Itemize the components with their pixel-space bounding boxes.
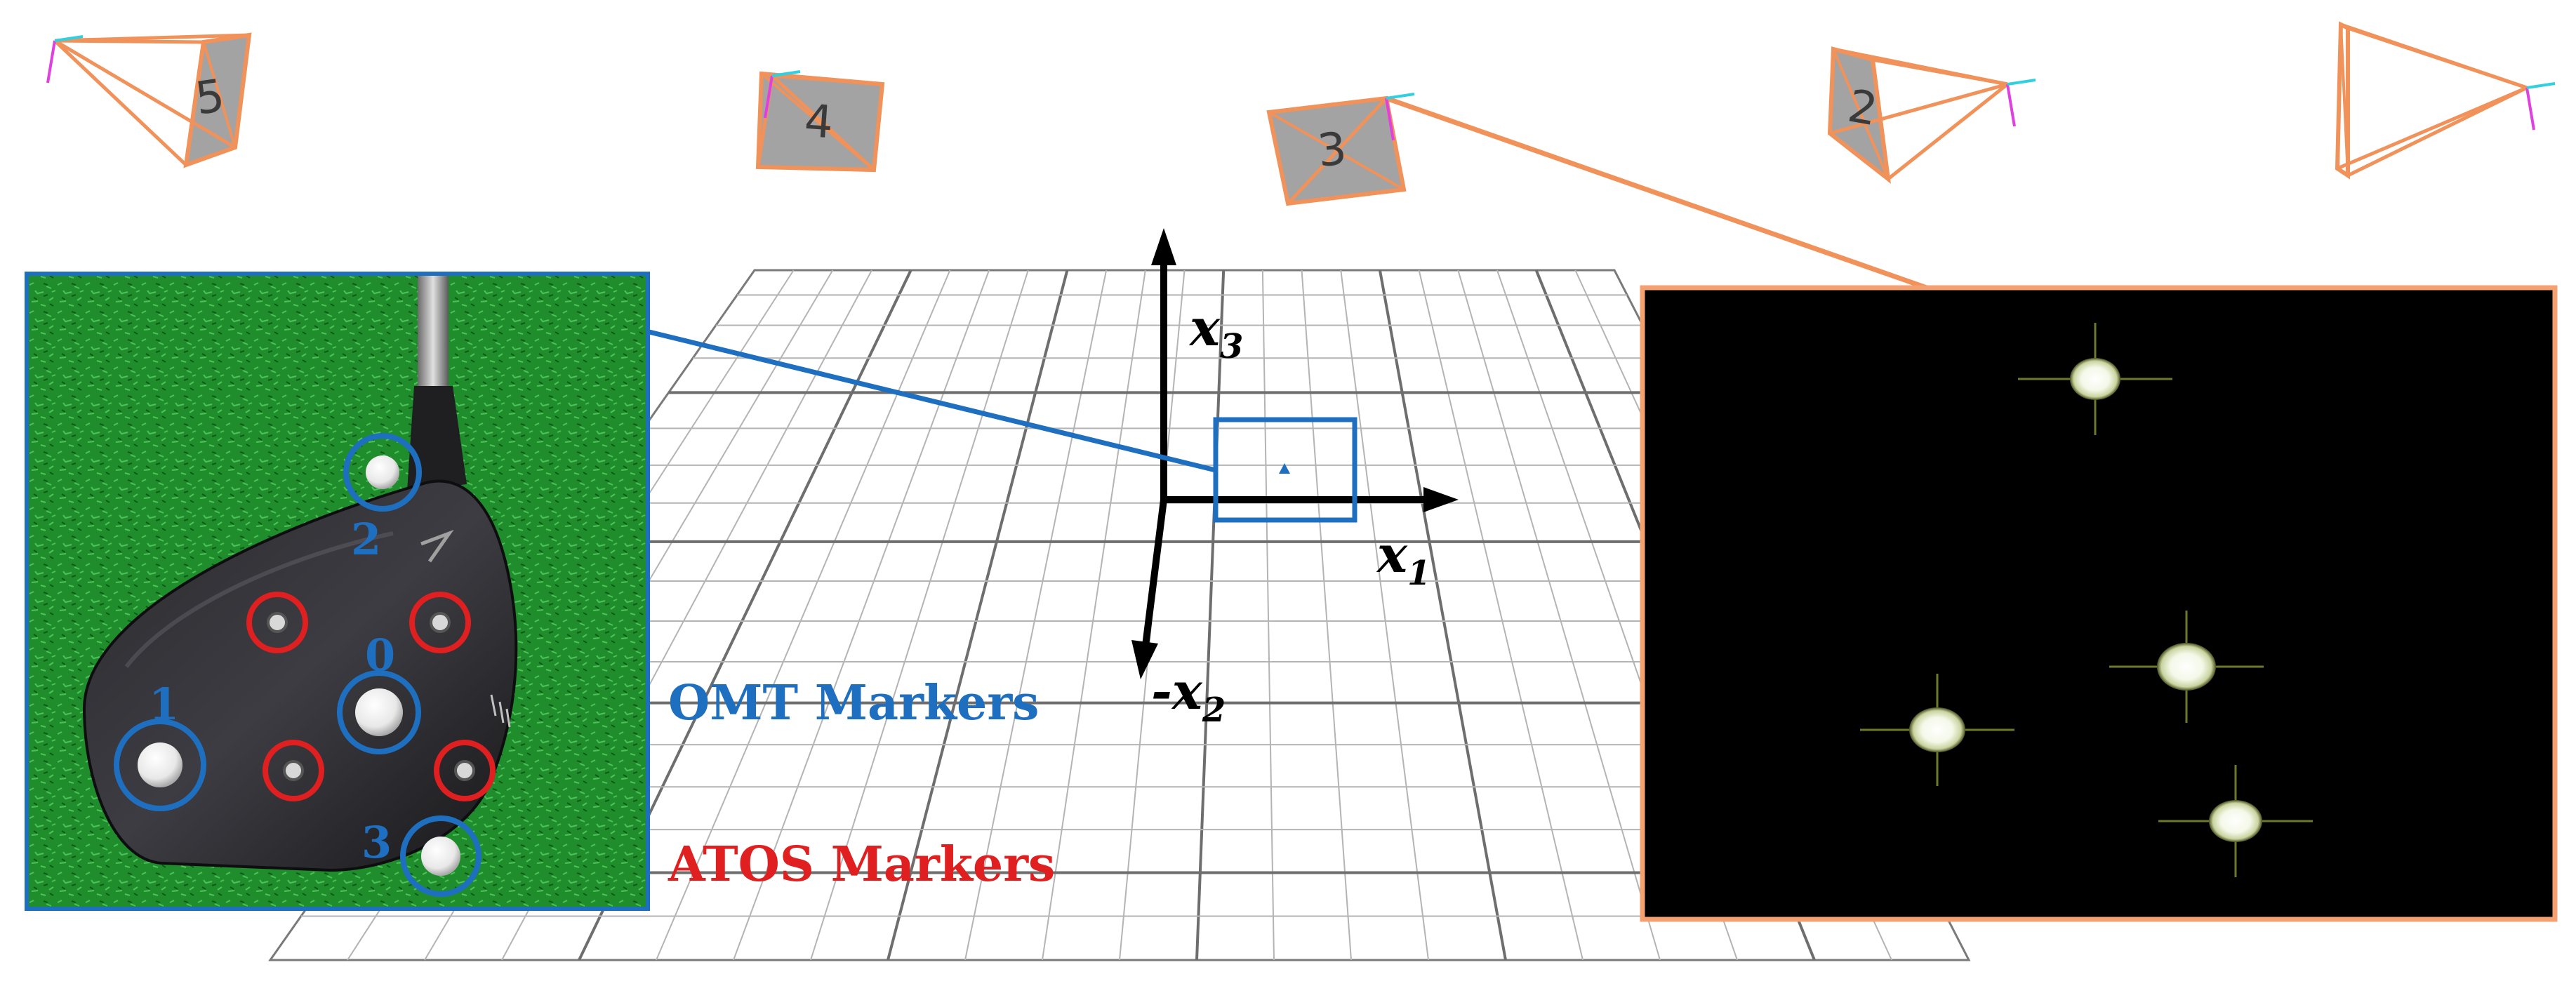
atos-marker-ring (409, 592, 471, 653)
camera-axis-tick (1385, 98, 1395, 141)
club-head-highlight (124, 531, 394, 668)
camera-1-icon (2335, 21, 2556, 180)
camera-frustum-edge (1829, 82, 2008, 135)
camera-frustum-edge (53, 39, 187, 166)
grid-column-line (1261, 269, 1275, 961)
omt-marker-ring (343, 433, 422, 512)
photo-frame (25, 272, 650, 911)
target-point-icon (1279, 463, 1290, 474)
camera-axis-tick (2007, 79, 2036, 86)
grid-column-line (1418, 269, 1584, 961)
camera-5-icon: 5 (46, 32, 252, 168)
omt-marker-ball (138, 742, 182, 787)
camera-axis-tick (2006, 84, 2016, 127)
grid-column-line (1301, 269, 1352, 961)
photo-markers (114, 433, 496, 897)
camera-face-diagonal (202, 41, 237, 148)
marker-light-spot (2157, 643, 2216, 691)
camera-frustum-edge (1872, 58, 2008, 86)
camera-3-icon: 3 (1266, 93, 1415, 206)
camera-frustum-edge (771, 74, 883, 86)
atos-marker-ring (263, 740, 324, 801)
grid-column-line (1195, 269, 1226, 961)
marker-light-spot (2209, 800, 2262, 842)
golf-club-photo (25, 272, 650, 911)
camera-frustum-edge (2347, 26, 2528, 90)
camera-frustum-edge (1887, 83, 2009, 180)
camera-face-diagonal (760, 72, 875, 171)
camera-axis-tick (46, 40, 56, 84)
atos-marker-ring (246, 592, 308, 653)
camera-face-diagonal (2339, 24, 2349, 176)
x1-axis-arrowhead (1423, 487, 1459, 512)
omt-marker-number-3: 3 (361, 817, 392, 868)
atos-marker-dot (454, 760, 475, 781)
x3-axis-arrowhead (1151, 228, 1176, 265)
grid-column-line (1378, 269, 1507, 961)
omt-marker-ball (421, 837, 460, 876)
camera-marker-spots (1860, 323, 2313, 877)
photo-to-target-connector (649, 329, 1216, 473)
cameras: 5 4 3 2 (46, 21, 2556, 206)
camera-axis-tick (2526, 82, 2556, 89)
grid-column-line (656, 269, 951, 961)
atos-marker-dot (430, 612, 451, 633)
camera-frustum-edge (2346, 86, 2528, 178)
omt-marker-number-0: 0 (365, 629, 395, 681)
grid-column-line (1042, 269, 1146, 961)
x1-axis-label: x1 (1376, 524, 1430, 593)
omt-marker-ring (114, 719, 206, 811)
legend-atos-markers: ATOS Markers (668, 837, 1055, 893)
grid-column-line (733, 269, 990, 961)
camera-axis-tick (1386, 93, 1415, 100)
x3-axis-label: x3 (1188, 298, 1243, 366)
grid-column-line (1457, 269, 1661, 961)
marker-light-spot (1909, 707, 1965, 752)
omt-marker-number-1: 1 (149, 679, 179, 730)
club-shaft (418, 274, 449, 393)
camera-number-label: 3 (1315, 123, 1349, 178)
x2-axis-arrowhead (1131, 640, 1158, 679)
camera-4-icon: 4 (755, 70, 885, 173)
camera-axis-tick (2525, 87, 2535, 131)
omt-marker-ring (337, 670, 421, 754)
club-face-text-marks (490, 694, 511, 728)
grid-column-line (810, 269, 1029, 961)
camera3-to-image-connector (1385, 95, 1928, 291)
camera-2-icon: 2 (1827, 46, 2036, 184)
club-hosel (407, 386, 467, 491)
camera-axis-tick (764, 75, 774, 119)
camera-frustum-edge (1268, 96, 1387, 114)
grid-column-line (887, 269, 1069, 961)
camera-frustum-edge (53, 39, 237, 149)
club-brand-chevron-icon (420, 529, 454, 563)
grid-column-line (1340, 269, 1429, 961)
atos-marker-dot (267, 612, 288, 633)
x2-axis-line (1142, 499, 1167, 646)
x2-axis-label: -x2 (1151, 661, 1226, 730)
camera-face-diagonal (1268, 111, 1405, 191)
omt-marker-ring (400, 815, 482, 897)
camera-axis-tick (771, 70, 801, 77)
marker-light-spot (2070, 358, 2120, 400)
camera-axis-tick (54, 35, 84, 42)
grid-column-line (964, 269, 1108, 961)
camera-number-label: 4 (803, 95, 835, 149)
camera-face-diagonal (1832, 48, 1890, 180)
camera-frustum-edge (54, 33, 250, 43)
omt-marker-ball (366, 455, 399, 489)
omt-marker-number-2: 2 (351, 514, 381, 565)
legend-omt-markers: OMT Markers (668, 675, 1039, 731)
atos-marker-ring (434, 740, 496, 801)
coordinate-axes: x3 x1 -x2 (1131, 228, 1459, 730)
atos-marker-dot (283, 760, 304, 781)
omt-marker-ball (355, 688, 403, 736)
club-head-icon (82, 479, 518, 872)
camera-frustum-edge (2337, 86, 2528, 171)
